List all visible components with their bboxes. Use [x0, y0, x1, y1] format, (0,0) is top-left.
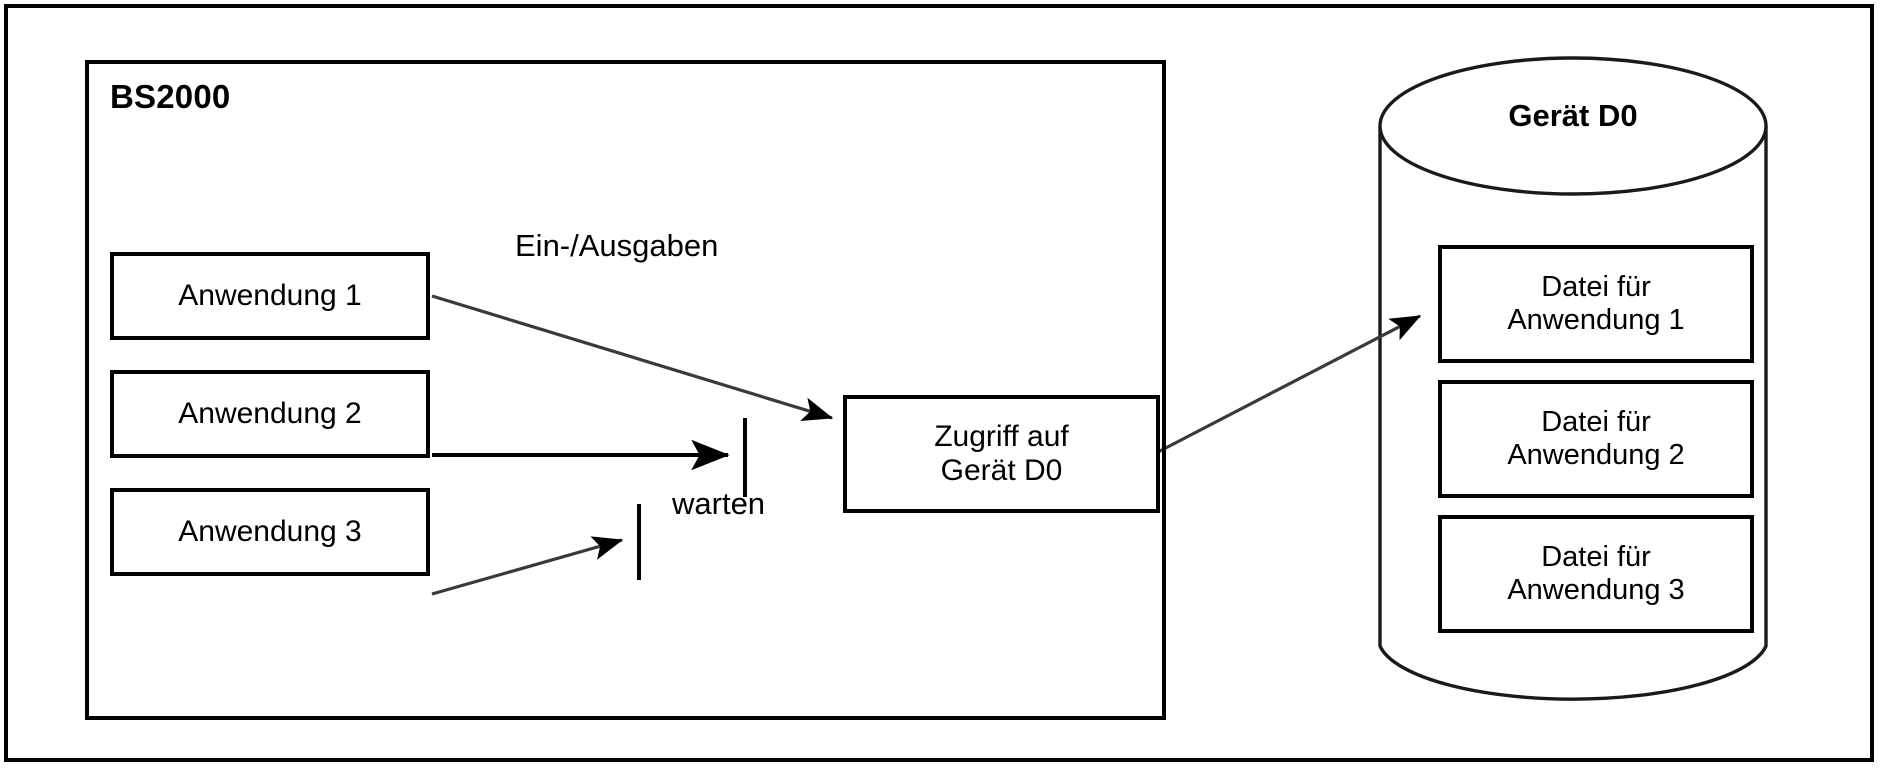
file-box-1[interactable]: Datei für Anwendung 1 [1438, 245, 1754, 363]
device-access-box[interactable]: Zugriff auf Gerät D0 [843, 395, 1160, 513]
edge-label-io: Ein-/Ausgaben [515, 228, 719, 263]
application-box-2-label: Anwendung 2 [178, 397, 362, 430]
file-box-1-line-1: Datei für [1541, 271, 1651, 303]
application-box-3[interactable]: Anwendung 3 [110, 488, 430, 576]
bs2000-title: BS2000 [110, 78, 231, 115]
bs2000-system-frame [85, 60, 1166, 720]
application-box-1[interactable]: Anwendung 1 [110, 252, 430, 340]
file-box-3[interactable]: Datei für Anwendung 3 [1438, 515, 1754, 633]
file-box-3-line-2: Anwendung 3 [1507, 574, 1685, 606]
device-cylinder-label: Gerät D0 [1508, 98, 1638, 133]
edge-app1-to-access [431, 294, 834, 422]
outer-frame [4, 4, 1874, 762]
edge-label-wait: warten [672, 486, 766, 521]
edge-app3-to-barrier [431, 536, 624, 596]
file-box-2-line-1: Datei für [1541, 406, 1651, 438]
device-access-line-2: Gerät D0 [940, 454, 1063, 487]
edge-access-to-file1 [1157, 314, 1422, 454]
file-box-3-line-1: Datei für [1541, 541, 1651, 573]
application-box-1-label: Anwendung 1 [178, 279, 362, 312]
application-box-3-label: Anwendung 3 [178, 515, 362, 548]
file-box-2-line-2: Anwendung 2 [1507, 439, 1685, 471]
file-box-2[interactable]: Datei für Anwendung 2 [1438, 380, 1754, 498]
application-box-2[interactable]: Anwendung 2 [110, 370, 430, 458]
file-box-1-line-2: Anwendung 1 [1507, 304, 1685, 336]
device-access-line-1: Zugriff auf [934, 420, 1069, 453]
